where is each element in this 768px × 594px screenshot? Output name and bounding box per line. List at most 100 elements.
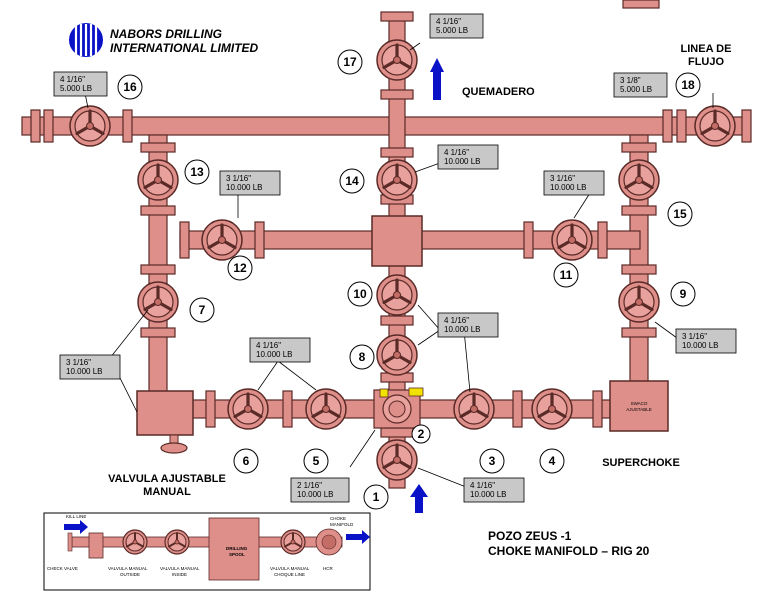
superchoke-label: SUPERCHOKE <box>602 457 680 469</box>
valve-13-icon <box>136 158 180 202</box>
center-cross-spool <box>371 215 423 267</box>
spec-box-5-6: 4 1/16"10.000 LB <box>249 337 311 363</box>
valve-10-icon <box>375 273 419 317</box>
valve-18-icon <box>693 104 737 148</box>
svg-text:3 1/16": 3 1/16" <box>682 332 707 341</box>
flange <box>621 327 657 338</box>
flange <box>523 221 534 259</box>
flare-line-top <box>622 0 660 9</box>
diagram-title-line2: CHOKE MANIFOLD – RIG 20 <box>488 544 650 558</box>
flange <box>380 427 414 438</box>
flange <box>741 109 752 143</box>
linea-de-flujo-label: LINEA DE <box>681 43 732 55</box>
spec-box-7: 3 1/16"10.000 LB <box>59 354 121 380</box>
legend-drilling-label-2: SPOOL <box>229 552 245 557</box>
svg-text:10.000 LB: 10.000 LB <box>470 490 506 499</box>
flange <box>621 264 657 275</box>
flange <box>140 264 176 275</box>
legend-kill-line: KILL LINE <box>66 514 86 519</box>
svg-text:10.000 LB: 10.000 LB <box>226 183 262 192</box>
spec-box-9: 3 1/16"10.000 LB <box>675 328 737 354</box>
legend-drilling-spool-icon <box>208 517 260 581</box>
legend-manual-inside-label: VALVULA MANUAL <box>160 566 200 571</box>
svg-text:18: 18 <box>681 78 695 92</box>
spec-box-8-10: 4 1/16"10.000 LB <box>437 312 499 338</box>
manual-choke-label-2: MANUAL <box>143 486 191 498</box>
flange <box>140 205 176 216</box>
manual-adjustable-choke-body <box>136 390 194 436</box>
flange <box>43 109 54 143</box>
legend-check-valve-label: CHECK VALVE <box>47 566 78 571</box>
valve-17-icon <box>375 38 419 82</box>
marker-2: 2 <box>411 424 431 444</box>
svg-text:10.000 LB: 10.000 LB <box>444 157 480 166</box>
marker-17: 17 <box>337 49 363 75</box>
svg-text:17: 17 <box>343 55 357 69</box>
marker-18: 18 <box>675 72 701 98</box>
svg-text:2 1/16": 2 1/16" <box>297 481 322 490</box>
valve-12-icon <box>200 218 244 262</box>
company-logo <box>69 23 103 57</box>
flanges <box>30 11 752 438</box>
svg-text:1: 1 <box>373 490 380 504</box>
marker-14: 14 <box>339 168 365 194</box>
flow-arrow-up-top <box>430 58 444 100</box>
svg-text:6: 6 <box>243 454 250 468</box>
svg-text:10.000 LB: 10.000 LB <box>297 490 333 499</box>
spec-box-14: 4 1/16"10.000 LB <box>437 144 499 170</box>
kill-line-arrow-icon <box>64 520 88 534</box>
svg-text:5.000 LB: 5.000 LB <box>60 84 92 93</box>
marker-8: 8 <box>349 344 375 370</box>
svg-text:3 1/16": 3 1/16" <box>550 174 575 183</box>
legend-manual-outside-label: VALVULA MANUAL <box>108 566 148 571</box>
svg-text:11: 11 <box>560 268 573 282</box>
flange <box>140 142 176 153</box>
svg-text:3 1/8": 3 1/8" <box>620 76 641 85</box>
svg-text:4 1/16": 4 1/16" <box>444 316 469 325</box>
flange <box>380 315 414 326</box>
legend-choque-label-2: CHOQUE LINE <box>274 572 305 577</box>
legend-drilling-label: DRILLING <box>226 546 248 551</box>
flange <box>380 147 414 158</box>
svg-text:15: 15 <box>673 207 687 221</box>
svg-text:14: 14 <box>345 174 359 188</box>
flange <box>254 221 265 259</box>
legend-manual-outside-icon <box>122 529 148 555</box>
flange <box>662 109 673 143</box>
quemadero-label: QUEMADERO <box>462 86 535 98</box>
marker-4: 4 <box>539 448 565 474</box>
valve-4-icon <box>530 387 574 431</box>
marker-6: 6 <box>233 448 259 474</box>
marker-16: 16 <box>117 74 143 100</box>
manual-choke-handwheel <box>160 434 188 454</box>
marker-10: 10 <box>347 281 373 307</box>
svg-text:10: 10 <box>353 287 367 301</box>
valve-3-icon <box>452 387 496 431</box>
flange <box>140 327 176 338</box>
valve-9-icon <box>617 280 661 324</box>
flange <box>205 390 216 428</box>
legend-hcr-label: HCR <box>323 566 333 571</box>
svg-text:4 1/16": 4 1/16" <box>436 17 461 26</box>
diagram-title-line1: POZO ZEUS -1 <box>488 529 572 543</box>
swaco-label-2: AJUSTABLE <box>626 407 651 412</box>
legend-choque-label: VALVULA MANUAL <box>270 566 310 571</box>
marker-9: 9 <box>670 281 696 307</box>
valve-7-icon <box>136 280 180 324</box>
svg-text:5: 5 <box>313 454 320 468</box>
marker-13: 13 <box>184 159 210 185</box>
flange <box>621 205 657 216</box>
legend-manual-inside-icon <box>164 529 190 555</box>
superchoke-body <box>609 380 669 432</box>
spec-box-16: 4 1/16"5.000 LB <box>53 71 108 97</box>
flange <box>512 390 523 428</box>
valve-16-icon <box>68 104 112 148</box>
legend-manual-inside-label-2: INSIDE <box>172 572 187 577</box>
svg-text:3 1/16": 3 1/16" <box>226 174 251 183</box>
spec-box-15: 3 1/16"10.000 LB <box>543 170 605 196</box>
svg-text:13: 13 <box>190 165 204 179</box>
marker-5: 5 <box>303 448 329 474</box>
valve-5-icon <box>304 387 348 431</box>
legend-choke-manifold: CHOKE <box>330 516 346 521</box>
